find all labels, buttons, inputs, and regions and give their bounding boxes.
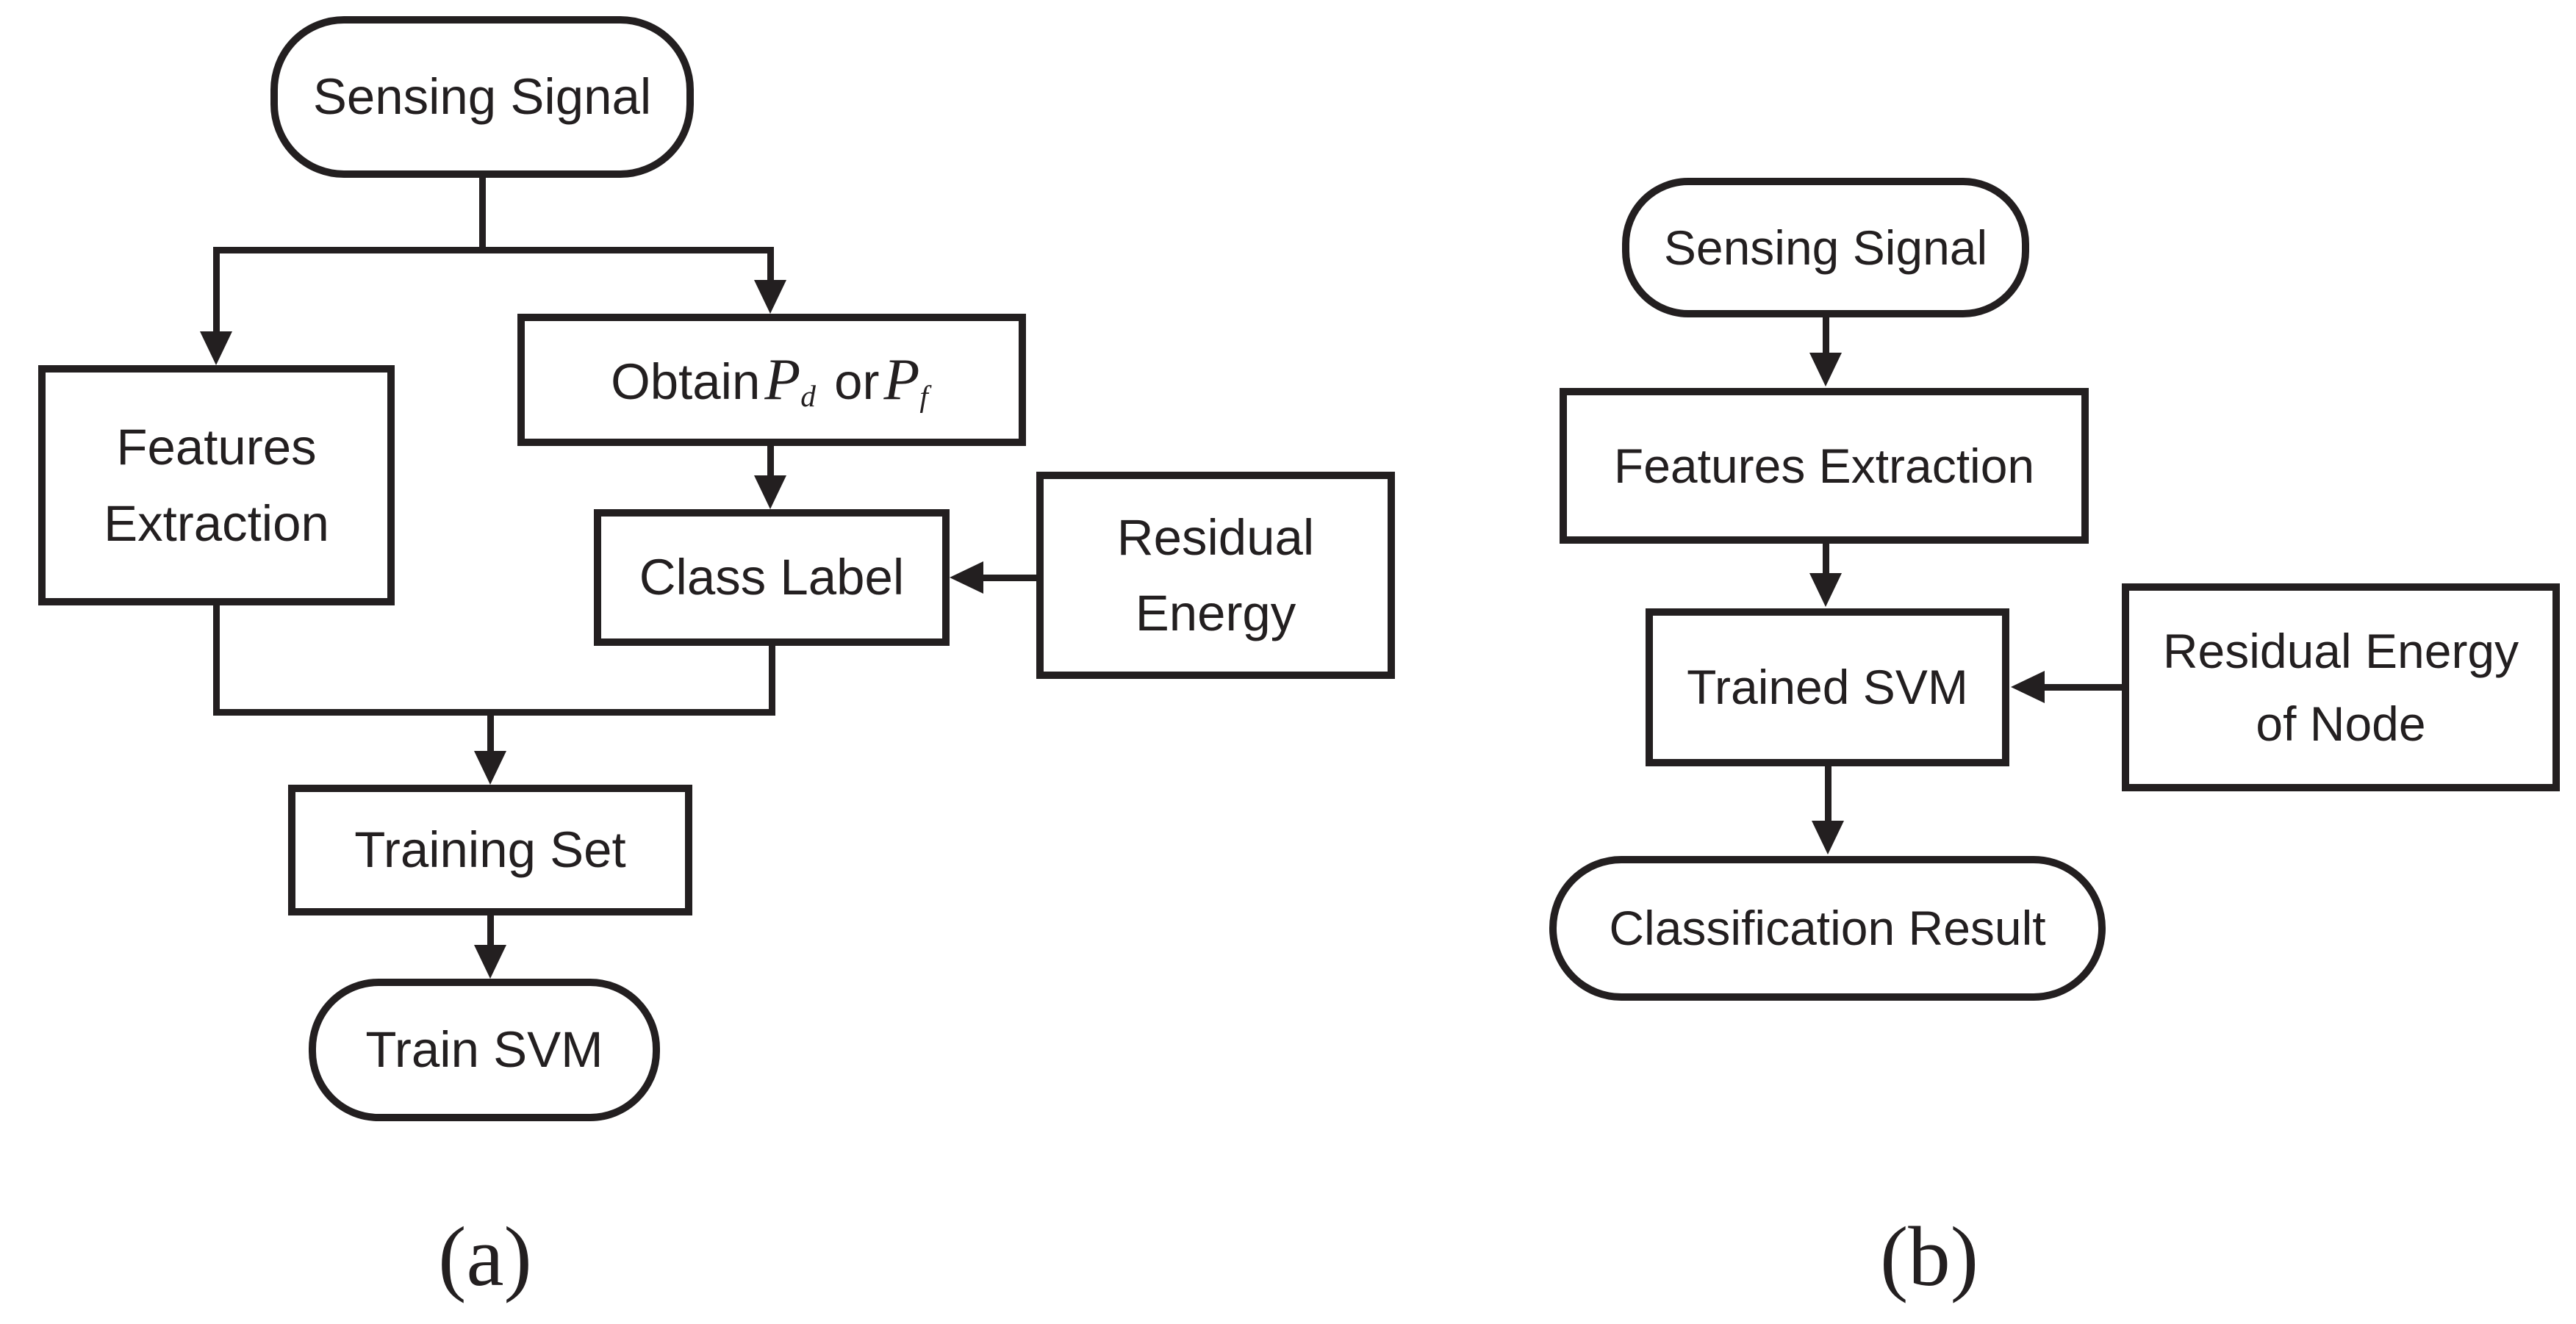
arrowhead-class-label [754,475,786,509]
node-training-set: Training Set [288,785,692,915]
edge-to-features-extraction-a [213,247,220,333]
node-label-line1: Features [116,419,317,475]
node-sensing-signal-b: Sensing Signal [1622,178,2029,317]
edge-to-obtain-pd-pf [767,247,774,282]
node-trained-svm: Trained SVM [1646,608,2009,766]
edge-obtain-to-class-label [767,446,774,478]
edge-class-to-merge [769,646,775,716]
edge-merge-horizontal [213,709,775,716]
node-label: Class Label [639,549,905,606]
node-obtain-pd-pf: ObtainPd orPf [517,314,1026,446]
edge-residual-node-to-trained [2045,684,2122,691]
node-label: Sensing Signal [312,68,652,126]
caption-panel-a: (a) [438,1210,532,1303]
arrowhead-training-set [474,751,506,785]
edge-residual-to-class-label [982,575,1036,581]
arrowhead-features-extraction-b [1809,353,1842,386]
node-features-extraction-b: Features Extraction [1560,388,2089,544]
node-label-line2: of Node [2256,696,2426,751]
arrowhead-residual-to-class [950,561,983,594]
or-text: or [834,353,880,410]
node-label-line1: Residual [1116,508,1315,566]
edge-sensing-to-features-b [1823,317,1829,356]
node-classification-result: Classification Result [1549,856,2106,1001]
edge-merge-to-training-set [487,716,494,754]
math-sub-d: d [800,379,816,414]
node-label: ObtainPd orPf [611,336,933,424]
math-var-pf: P [883,347,920,412]
arrowhead-trained-svm [1809,573,1842,607]
arrowhead-features-extraction-a [200,331,232,365]
edge-trained-to-result [1825,766,1831,824]
math-var-pd: P [764,347,801,412]
node-sensing-signal-a: Sensing Signal [270,16,694,178]
node-class-label: Class Label [594,509,950,646]
node-residual-energy-of-node: Residual Energy of Node [2122,583,2560,791]
node-label-line2: Energy [1135,585,1296,641]
edge-sensing-stem-a [479,178,486,253]
arrowhead-classification-result [1812,821,1844,855]
node-features-extraction-a: Features Extraction [38,365,395,605]
node-label-line2: Extraction [104,494,329,552]
node-train-svm: Train SVM [309,979,660,1121]
edge-training-to-train-svm [487,915,494,948]
edge-features-to-trained-svm [1823,544,1829,576]
node-label: Trained SVM [1687,660,1968,714]
arrowhead-obtain-pd-pf [754,280,786,314]
edge-split-horizontal-a [213,247,774,253]
node-label-line1: Residual Energy [2162,623,2519,678]
node-residual-energy: Residual Energy [1036,472,1395,679]
caption-panel-b: (b) [1879,1210,1979,1303]
math-sub-f: f [919,379,928,414]
obtain-text: Obtain [611,353,761,410]
node-label: Features Extraction [1613,438,2035,493]
node-label: Train SVM [365,1021,603,1079]
node-label: Sensing Signal [1663,220,1988,275]
arrowhead-train-svm [474,945,506,979]
node-label: Training Set [354,821,626,879]
edge-features-to-merge [213,605,220,716]
arrowhead-residual-to-trained [2011,671,2045,703]
node-label: Classification Result [1609,901,2046,955]
